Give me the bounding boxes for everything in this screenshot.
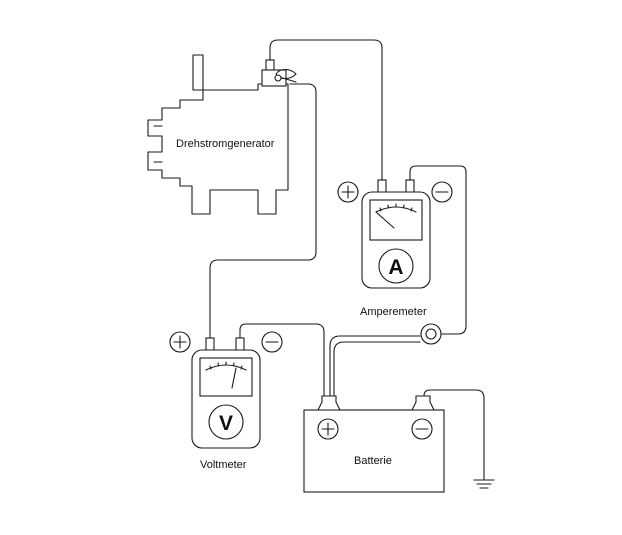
wire-ring-to-battery-b: [333, 341, 421, 397]
ammeter-symbol: A: [388, 256, 403, 279]
wire-generator-to-ammeter: [269, 39, 383, 181]
battery: Batterie: [303, 395, 445, 493]
ammeter-minus-icon: [431, 181, 453, 203]
battery-post-positive: [317, 395, 341, 411]
alternator: Drehstromgenerator: [147, 54, 297, 215]
voltmeter: V Voltmeter: [169, 331, 283, 471]
battery-post-negative: [411, 395, 435, 411]
generator-label: Drehstromgenerator: [176, 138, 275, 150]
ground-icon: [473, 479, 495, 489]
voltmeter-plus-icon: [169, 331, 191, 353]
wire-voltmeter-to-battery: [239, 323, 325, 397]
battery-plus-icon: [317, 418, 339, 440]
ammeter: A Amperemeter: [337, 179, 453, 318]
wire-battery-to-ground: [423, 389, 485, 481]
voltmeter-label: Voltmeter: [200, 459, 247, 471]
voltmeter-symbol: V: [219, 412, 233, 435]
voltmeter-minus-icon: [261, 331, 283, 353]
battery-minus-icon: [411, 418, 433, 440]
ammeter-plus-icon: [337, 181, 359, 203]
ring-terminal: [420, 323, 442, 345]
ammeter-label: Amperemeter: [360, 306, 427, 318]
wire-generator-to-voltmeter: [209, 83, 317, 339]
generator-terminal-nut: [274, 74, 282, 82]
wires: [209, 39, 485, 481]
battery-label: Batterie: [354, 455, 392, 467]
wire-ammeter-to-ring: [409, 165, 467, 335]
wire-ring-to-battery-a: [329, 335, 421, 397]
